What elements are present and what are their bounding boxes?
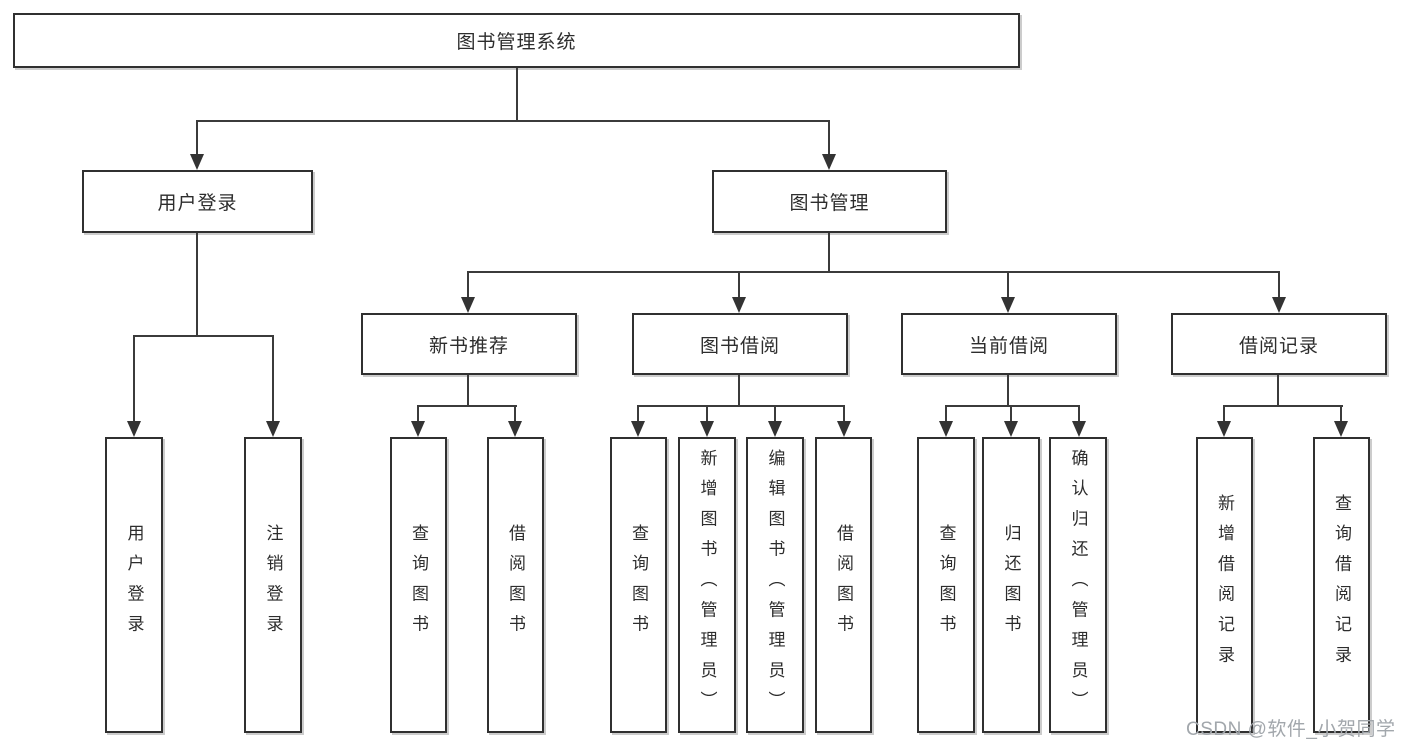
leaf-edit-books-admin: 编辑图书（管理员） bbox=[746, 437, 804, 733]
connector-line bbox=[774, 405, 776, 422]
connector-line bbox=[133, 335, 135, 422]
node-current-borrow: 当前借阅 bbox=[901, 313, 1117, 375]
leaf-add-books-admin: 新增图书（管理员） bbox=[678, 437, 736, 733]
arrowhead-icon bbox=[266, 421, 280, 437]
node-borrow-record: 借阅记录 bbox=[1171, 313, 1387, 375]
connector-line bbox=[467, 271, 1280, 273]
node-new-book-recommend-label: 新书推荐 bbox=[428, 335, 509, 357]
node-book-borrow-label: 图书借阅 bbox=[699, 335, 780, 357]
leaf-query-books-3: 查询图书 bbox=[917, 437, 975, 733]
leaf-edit-books-admin-label: 编辑图书（管理员） bbox=[765, 448, 785, 722]
leaf-query-books-2: 查询图书 bbox=[610, 437, 667, 733]
connector-line bbox=[196, 120, 198, 156]
connector-line bbox=[738, 271, 740, 298]
connector-line bbox=[706, 405, 708, 422]
connector-line bbox=[1007, 375, 1009, 405]
leaf-borrow-books-2-label: 借阅图书 bbox=[834, 524, 853, 646]
connector-line bbox=[133, 335, 274, 337]
arrowhead-icon bbox=[1004, 421, 1018, 437]
connector-line bbox=[1278, 271, 1280, 298]
connector-line bbox=[467, 271, 469, 298]
leaf-user-login: 用户登录 bbox=[105, 437, 163, 733]
leaf-add-borrow-record-label: 新增借阅记录 bbox=[1215, 494, 1234, 676]
arrowhead-icon bbox=[508, 421, 522, 437]
arrowhead-icon bbox=[461, 297, 475, 313]
connector-line bbox=[1007, 271, 1009, 298]
connector-line bbox=[197, 120, 830, 122]
leaf-logout-label: 注销登录 bbox=[263, 524, 283, 646]
leaf-query-books-1-label: 查询图书 bbox=[409, 524, 428, 646]
connector-line bbox=[828, 233, 830, 271]
leaf-confirm-return-admin-label: 确认归还（管理员） bbox=[1068, 448, 1088, 722]
node-book-management: 图书管理 bbox=[712, 170, 947, 233]
arrowhead-icon bbox=[837, 421, 851, 437]
connector-line bbox=[272, 335, 274, 422]
leaf-return-books: 归还图书 bbox=[982, 437, 1040, 733]
node-borrow-record-label: 借阅记录 bbox=[1238, 335, 1319, 357]
connector-line bbox=[1340, 405, 1342, 422]
connector-line bbox=[516, 68, 518, 120]
arrowhead-icon bbox=[700, 421, 714, 437]
arrowhead-icon bbox=[822, 154, 836, 170]
node-user-login: 用户登录 bbox=[82, 170, 313, 233]
leaf-query-borrow-record-label: 查询借阅记录 bbox=[1332, 494, 1351, 676]
leaf-user-login-label: 用户登录 bbox=[124, 524, 144, 646]
leaf-query-books-3-label: 查询图书 bbox=[936, 524, 956, 646]
node-root-label: 图书管理系统 bbox=[456, 32, 577, 53]
connector-line bbox=[637, 405, 845, 407]
leaf-borrow-books-1: 借阅图书 bbox=[487, 437, 544, 733]
arrowhead-icon bbox=[127, 421, 141, 437]
leaf-confirm-return-admin: 确认归还（管理员） bbox=[1049, 437, 1107, 733]
arrowhead-icon bbox=[631, 421, 645, 437]
arrowhead-icon bbox=[411, 421, 425, 437]
connector-line bbox=[945, 405, 1080, 407]
connector-line bbox=[1277, 375, 1279, 405]
connector-line bbox=[843, 405, 845, 422]
arrowhead-icon bbox=[939, 421, 953, 437]
connector-line bbox=[637, 405, 639, 422]
leaf-logout: 注销登录 bbox=[244, 437, 302, 733]
node-book-management-label: 图书管理 bbox=[789, 193, 870, 214]
connector-line bbox=[417, 405, 419, 422]
connector-line bbox=[1223, 405, 1343, 407]
node-book-borrow: 图书借阅 bbox=[632, 313, 848, 375]
leaf-query-books-2-label: 查询图书 bbox=[629, 524, 648, 646]
arrowhead-icon bbox=[1272, 297, 1286, 313]
node-new-book-recommend: 新书推荐 bbox=[361, 313, 577, 375]
arrowhead-icon bbox=[768, 421, 782, 437]
connector-line bbox=[467, 375, 469, 405]
watermark: CSDN @软件_小贺同学 bbox=[1186, 719, 1396, 740]
connector-line bbox=[738, 375, 740, 405]
arrowhead-icon bbox=[190, 154, 204, 170]
connector-line bbox=[828, 120, 830, 156]
node-current-borrow-label: 当前借阅 bbox=[968, 335, 1049, 357]
node-root: 图书管理系统 bbox=[13, 13, 1020, 68]
leaf-query-books-1: 查询图书 bbox=[390, 437, 447, 733]
connector-line bbox=[1223, 405, 1225, 422]
connector-line bbox=[1010, 405, 1012, 422]
node-user-login-label: 用户登录 bbox=[157, 193, 238, 214]
arrowhead-icon bbox=[1072, 421, 1086, 437]
leaf-add-borrow-record: 新增借阅记录 bbox=[1196, 437, 1253, 733]
connector-line bbox=[514, 405, 516, 422]
connector-line bbox=[1078, 405, 1080, 422]
connector-line bbox=[196, 233, 198, 335]
arrowhead-icon bbox=[1217, 421, 1231, 437]
leaf-query-borrow-record: 查询借阅记录 bbox=[1313, 437, 1370, 733]
connector-line bbox=[417, 405, 517, 407]
leaf-return-books-label: 归还图书 bbox=[1001, 524, 1021, 646]
leaf-borrow-books-1-label: 借阅图书 bbox=[506, 524, 525, 646]
leaf-borrow-books-2: 借阅图书 bbox=[815, 437, 872, 733]
arrowhead-icon bbox=[1001, 297, 1015, 313]
connector-line bbox=[945, 405, 947, 422]
leaf-add-books-admin-label: 新增图书（管理员） bbox=[697, 448, 717, 722]
arrowhead-icon bbox=[732, 297, 746, 313]
arrowhead-icon bbox=[1334, 421, 1348, 437]
